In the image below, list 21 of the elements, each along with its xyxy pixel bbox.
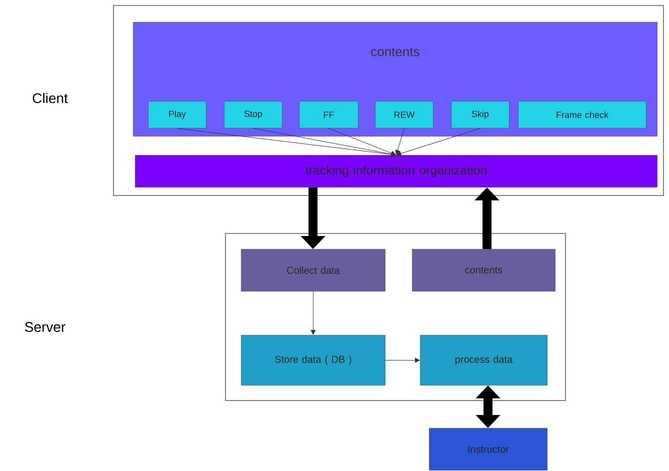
process-box: process data — [420, 335, 548, 386]
tracking-bar: tracking information organization — [135, 155, 658, 188]
arrow — [176, 128, 396, 157]
process-box: contents — [412, 249, 556, 292]
button-box: Play — [148, 101, 206, 128]
side-label: Client — [32, 92, 68, 104]
arrow — [395, 128, 404, 155]
process-box: Instructor — [429, 428, 548, 470]
button-box: REW — [375, 101, 434, 128]
button-box: Skip — [451, 101, 510, 128]
process-box: Collect data — [241, 249, 386, 292]
arrow — [310, 291, 316, 335]
arrow — [252, 128, 396, 156]
arrow — [385, 358, 420, 363]
process-box: Store data ( DB ) — [241, 335, 386, 386]
button-box: Stop — [224, 101, 282, 128]
arrow — [396, 128, 480, 156]
side-label: Server — [25, 322, 66, 332]
button-box: Frame check — [518, 101, 646, 128]
arrow — [328, 128, 396, 156]
button-box: FF — [299, 101, 358, 128]
